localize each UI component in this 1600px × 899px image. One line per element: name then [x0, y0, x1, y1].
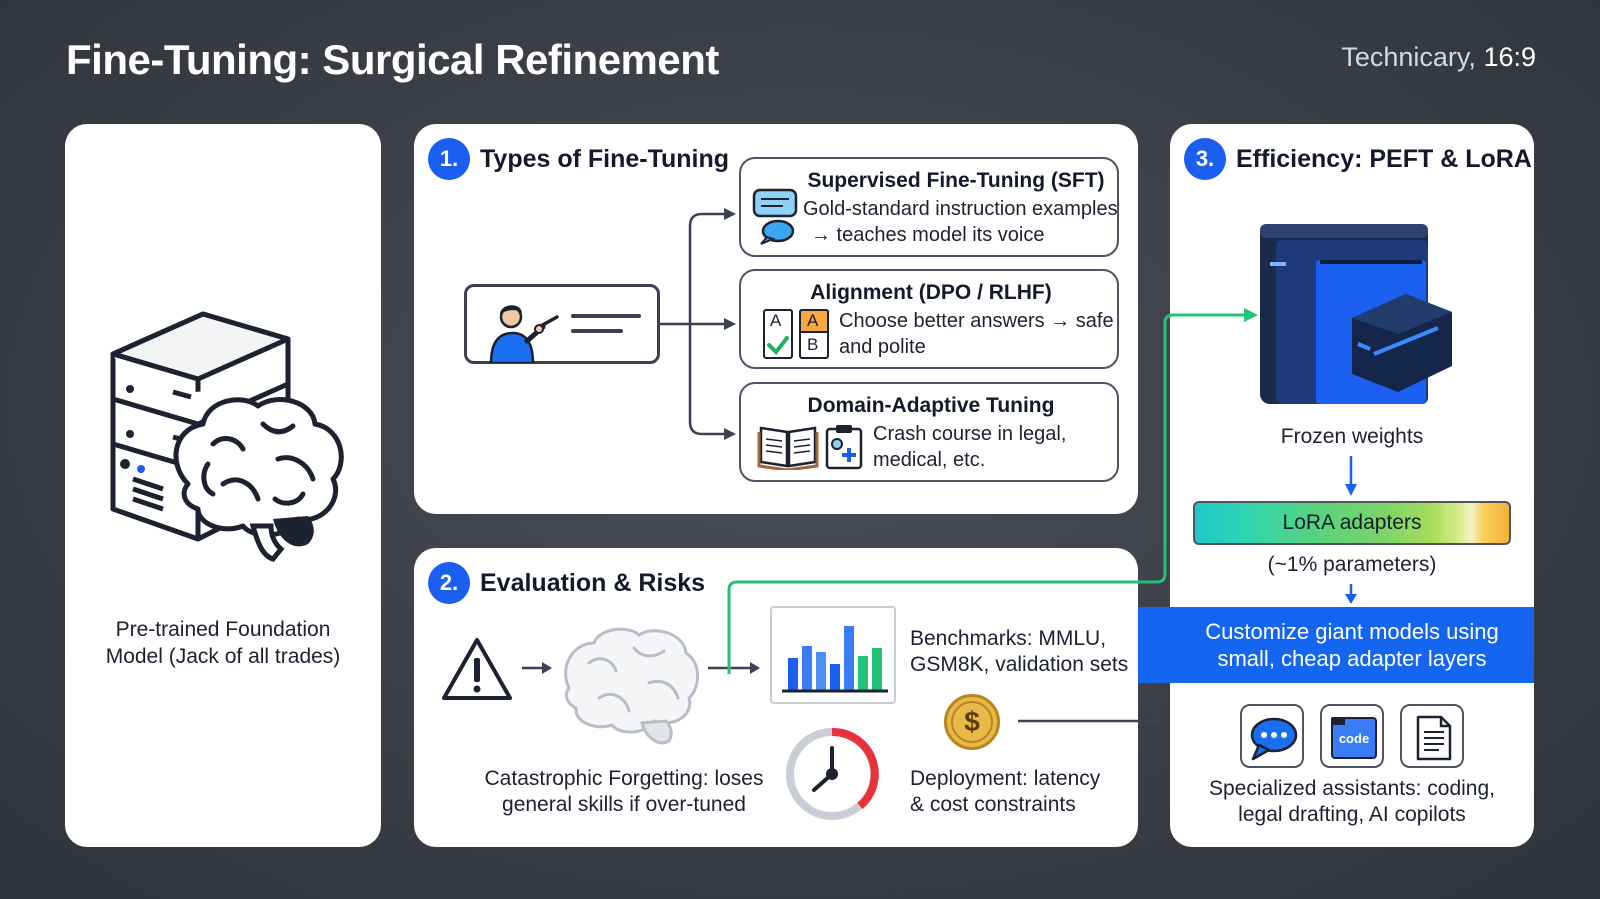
fading-brain-icon	[564, 627, 700, 745]
chat-assistant-tile	[1240, 704, 1304, 768]
alignment-line1: Choose better answers → safe	[839, 310, 1114, 332]
lora-label: LoRA adapters	[1282, 511, 1422, 534]
domain-title: Domain-Adaptive Tuning	[807, 394, 1055, 417]
green-connector	[727, 308, 1258, 674]
assistants-line1: Specialized assistants: coding,	[1209, 777, 1495, 800]
sft-title: Supervised Fine-Tuning (SFT)	[807, 169, 1105, 192]
section-number-3: 3.	[1184, 138, 1226, 180]
format-tag: Technicary, 16:9	[1341, 42, 1536, 73]
tag-ratio: 16:9	[1483, 42, 1536, 72]
option-a2-label: A	[807, 311, 819, 330]
benchmark-chart-box	[770, 606, 896, 704]
types-connectors	[660, 208, 736, 440]
efficiency-title: Efficiency: PEFT & LoRA	[1236, 144, 1532, 173]
deployment-line1: Deployment: latency	[910, 767, 1101, 790]
instructor-icon	[489, 305, 559, 363]
code-label: code	[1338, 731, 1370, 746]
deployment-line2: & cost constraints	[910, 793, 1076, 816]
efficiency-card: 3. Efficiency: PEFT & LoRA Frozen weight…	[1138, 124, 1534, 847]
arrow-right-icon	[1018, 715, 1164, 727]
benchmarks-line2: GSM8K, validation sets	[910, 653, 1129, 676]
domain-box: Domain-Adaptive Tuning Crash course in l…	[739, 382, 1119, 482]
open-book-icon	[757, 426, 819, 470]
warning-icon	[442, 638, 512, 700]
bar-chart-icon	[782, 626, 888, 693]
dollar-coin-icon: $	[944, 694, 1000, 750]
evaluation-title: Evaluation & Risks	[480, 568, 706, 597]
banner-line1: Customize giant models using	[1205, 619, 1499, 644]
params-label: (~1% parameters)	[1267, 553, 1437, 576]
banner-line2: small, cheap adapter layers	[1217, 646, 1487, 671]
server-brain-icon	[110, 311, 344, 562]
sft-line2: → teaches model its voice	[811, 224, 1045, 246]
foundation-model-card: Pre-trained Foundation Model (Jack of al…	[65, 124, 381, 847]
document-icon	[1416, 715, 1452, 761]
assistants-line2: legal drafting, AI copilots	[1238, 803, 1466, 826]
ab-choice-icon: A A B	[763, 309, 833, 361]
arrow-right-icon	[522, 662, 552, 674]
sft-box: Supervised Fine-Tuning (SFT) Gold-standa…	[739, 157, 1119, 257]
benchmarks-line1: Benchmarks: MMLU,	[910, 627, 1107, 650]
checkmark-icon	[767, 336, 789, 355]
types-title: Types of Fine-Tuning	[480, 144, 730, 173]
document-assistant-tile	[1400, 704, 1464, 768]
code-assistant-tile: code	[1320, 704, 1384, 768]
arrow-down-icon	[1345, 456, 1357, 496]
sft-line1: Gold-standard instruction examples	[803, 198, 1118, 220]
arrow-down-icon	[1345, 584, 1357, 604]
forgetting-line2: general skills if over-tuned	[502, 793, 746, 816]
domain-line2: medical, etc.	[873, 449, 986, 471]
types-card: 1. Types of Fine-Tuning	[414, 124, 1138, 514]
code-icon: code	[1331, 717, 1377, 759]
forgetting-line1: Catastrophic Forgetting: loses	[484, 767, 764, 790]
chat-bubble-icon	[1250, 717, 1298, 761]
evaluation-card: 2. Evaluation & Risks Benchma	[414, 548, 1164, 847]
lora-adapters-bar: LoRA adapters	[1193, 501, 1511, 545]
alignment-title: Alignment (DPO / RLHF)	[810, 281, 1052, 304]
domain-line1: Crash course in legal,	[873, 423, 1067, 445]
frozen-weights-icon	[1260, 224, 1452, 404]
tag-prefix: Technicary,	[1341, 42, 1476, 72]
summary-banner: Customize giant models using small, chea…	[1138, 607, 1534, 683]
option-b-label: B	[807, 335, 819, 354]
chat-bubbles-icon	[752, 188, 798, 245]
alignment-box: Alignment (DPO / RLHF) A A B Choose bett…	[739, 269, 1119, 369]
section-number-1: 1.	[428, 138, 470, 180]
frozen-weights-label: Frozen weights	[1280, 425, 1424, 448]
medical-clipboard-icon	[825, 425, 863, 470]
foundation-label-line2: Model (Jack of all trades)	[105, 645, 341, 668]
speedometer-icon	[786, 727, 879, 820]
page-title: Fine-Tuning: Surgical Refinement	[66, 36, 719, 83]
alignment-line2: and polite	[839, 336, 926, 358]
option-a-label: A	[770, 311, 782, 330]
foundation-label-line1: Pre-trained Foundation	[115, 618, 331, 641]
instructor-board	[464, 284, 660, 364]
dollar-sign: $	[951, 701, 993, 743]
section-number-2: 2.	[428, 562, 470, 604]
